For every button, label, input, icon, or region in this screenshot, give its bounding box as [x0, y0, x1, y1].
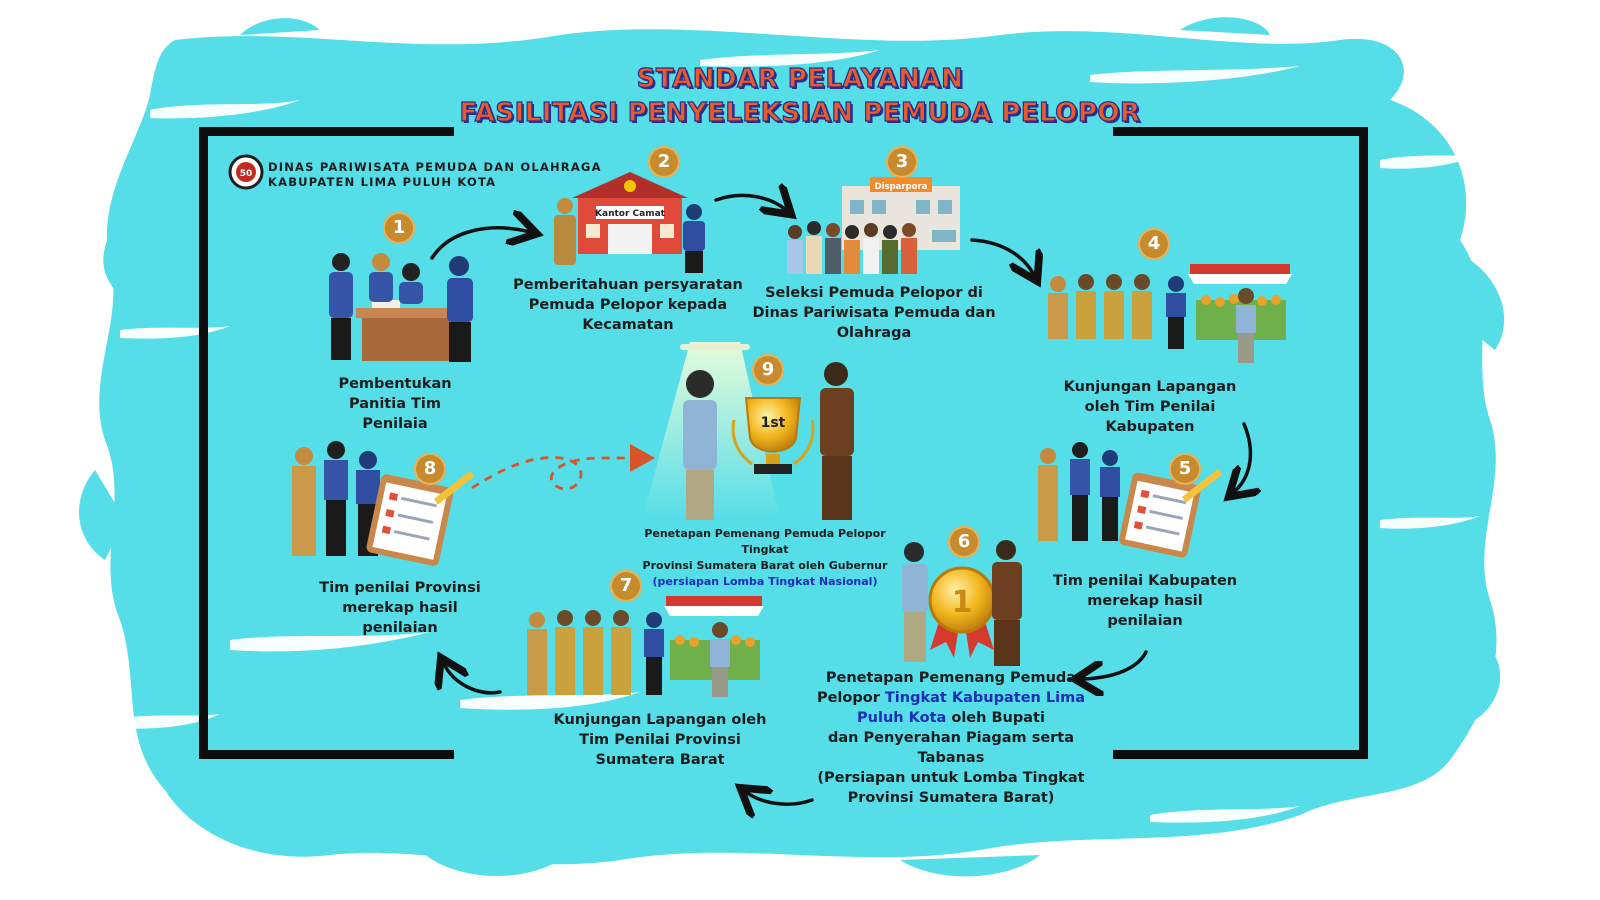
- step7-illustration: [527, 596, 764, 697]
- svg-text:1st: 1st: [761, 415, 786, 431]
- step-badge-2: 2: [648, 146, 680, 178]
- step5-label: Tim penilai Kabupaten merekap hasil peni…: [1052, 573, 1238, 629]
- step-badge-7: 7: [610, 570, 642, 602]
- step9-label-main: Penetapan Pemenang Pemuda Pelopor Tingka…: [642, 527, 888, 572]
- step9-label: Penetapan Pemenang Pemuda Pelopor Tingka…: [620, 526, 910, 590]
- step9-illustration: 1st: [642, 342, 854, 520]
- svg-text:50: 50: [240, 169, 253, 179]
- step7-label: Kunjungan Lapangan oleh Tim Penilai Prov…: [553, 712, 767, 768]
- step4-illustration: [1048, 264, 1292, 363]
- org-name-line2: KABUPATEN LIMA PULUH KOTA: [268, 175, 497, 189]
- svg-text:Kantor Camat: Kantor Camat: [595, 209, 666, 219]
- arrow-3-to-4: [970, 238, 1034, 275]
- step1-label: Pembentukan Panitia Tim Penilaia: [338, 376, 452, 432]
- step-badge-3: 3: [886, 146, 918, 178]
- step6-label-b-line: Pelopor Tingkat Kabupaten Lima: [806, 688, 1096, 708]
- step3-label: Seleksi Pemuda Pelopor di Dinas Pariwisa…: [752, 285, 996, 341]
- svg-text:Disparpora: Disparpora: [875, 182, 928, 192]
- step6-label-a: Penetapan Pemenang Pemuda: [825, 670, 1077, 686]
- arrow-4-to-5: [1234, 422, 1250, 492]
- step-badge-8: 8: [414, 453, 446, 485]
- arrow-5-to-6: [1082, 650, 1148, 679]
- svg-text:1: 1: [952, 585, 973, 620]
- step-badge-5: 5: [1169, 453, 1201, 485]
- step3-illustration: Disparpora: [787, 177, 960, 274]
- step6-illustration: 1: [902, 540, 1022, 666]
- step6-label-c-highlight: Puluh Kota: [857, 710, 947, 726]
- title-line1: STANDAR PELAYANAN: [636, 63, 964, 94]
- arrow-2-to-3: [714, 195, 786, 210]
- step2-label: Pemberitahuan persyaratan Pemuda Pelopor…: [513, 277, 743, 333]
- step5-illustration: [1038, 442, 1223, 558]
- step6-label-c: oleh Bupati: [946, 710, 1045, 726]
- step-badge-6: 6: [948, 526, 980, 558]
- arrow-8-to-9: [471, 444, 656, 491]
- step8-illustration: [292, 441, 475, 566]
- arrow-6-to-7: [746, 792, 814, 804]
- step2-illustration: Kantor Camat: [554, 172, 705, 273]
- step1-illustration: [329, 253, 473, 362]
- step8-label: Tim penilai Provinsi merekap hasil penil…: [319, 580, 481, 636]
- org-name-line1: DINAS PARIWISATA PEMUDA DAN OLAHRAGA: [268, 160, 602, 174]
- step-badge-1: 1: [383, 212, 415, 244]
- step9-label-highlight: (persiapan Lomba Tingkat Nasional): [652, 575, 878, 588]
- step-badge-9: 9: [752, 354, 784, 386]
- step6-label-d: dan Penyerahan Piagam serta Tabanas (Per…: [817, 730, 1085, 806]
- step6-label: Penetapan Pemenang Pemuda Pelopor Tingka…: [806, 668, 1096, 808]
- dinas-logo: 50: [228, 154, 264, 190]
- step-badge-4: 4: [1138, 228, 1170, 260]
- step6-label-b: Pelopor: [816, 690, 885, 706]
- blue-splash: [78, 17, 1505, 877]
- title-line2: FASILITASI PENYELEKSIAN PEMUDA PELOPOR: [459, 97, 1141, 128]
- frame-brackets: [199, 127, 1368, 759]
- splash-streaks: [110, 50, 1480, 823]
- step6-label-b-highlight: Tingkat Kabupaten Lima: [884, 690, 1086, 706]
- step4-label: Kunjungan Lapangan oleh Tim Penilai Kabu…: [1063, 379, 1237, 435]
- org-header: DINAS PARIWISATA PEMUDA DAN OLAHRAGA KAB…: [268, 160, 602, 190]
- arrow-7-to-8: [444, 664, 502, 695]
- step6-label-c-line: Puluh Kota oleh Bupati: [806, 708, 1096, 728]
- arrow-1-to-2: [430, 228, 530, 260]
